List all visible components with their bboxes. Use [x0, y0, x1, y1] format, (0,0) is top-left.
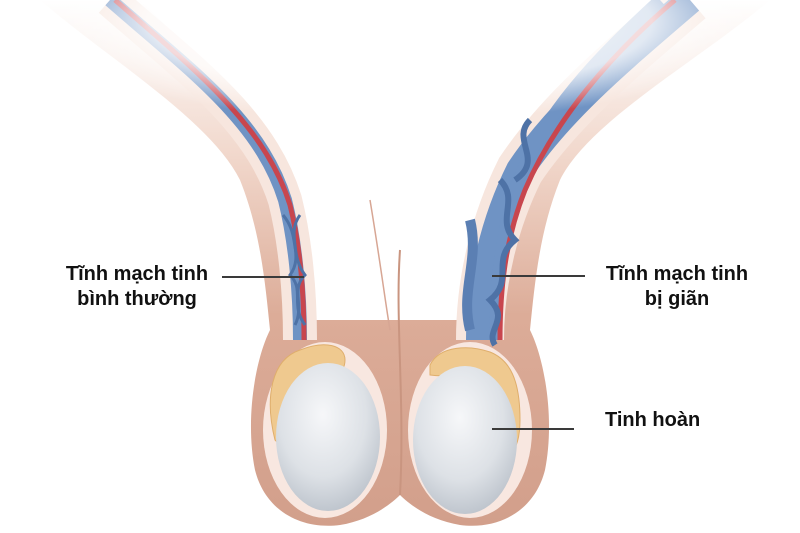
dilated-vein-leader-line — [492, 275, 585, 277]
testis-label-text: Tinh hoàn — [605, 409, 701, 431]
normal-vein-label: Tĩnh mạch tinh bình thường — [52, 262, 222, 312]
dilated-vein-label: Tĩnh mạch tinh bị giãn — [592, 262, 762, 312]
normal-vein-leader-line — [222, 276, 304, 278]
dilated-vein-label-line1: Tĩnh mạch tinh — [605, 263, 749, 285]
testis-leader-line — [492, 428, 574, 430]
normal-vein-label-line1: Tĩnh mạch tinh — [65, 263, 209, 285]
normal-vein-label-line2: bình thường — [77, 288, 197, 310]
left-testis — [263, 342, 387, 518]
dilated-vein-label-line2: bị giãn — [644, 288, 710, 310]
right-testis — [408, 342, 532, 518]
testis-label: Tinh hoàn — [605, 408, 715, 433]
